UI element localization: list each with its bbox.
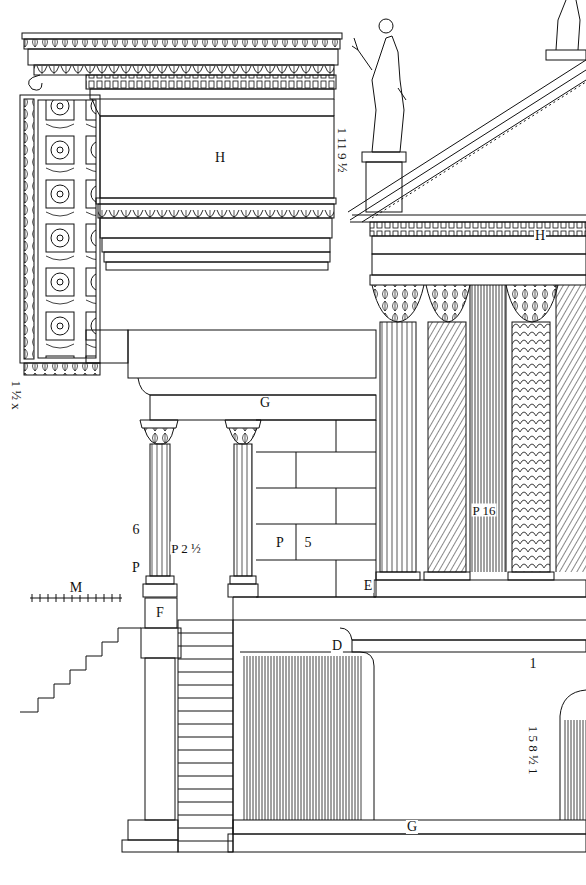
callout-label: M xyxy=(69,581,83,595)
callout-label: F xyxy=(155,606,165,620)
callout-label: 5 xyxy=(304,536,313,550)
callout-label: 6 xyxy=(132,523,141,537)
callout-label: H xyxy=(534,229,546,243)
callout-label: G xyxy=(259,396,271,410)
callout-label: 1 11 9 ½ xyxy=(336,126,349,173)
callout-label: E xyxy=(363,579,374,593)
callout-label: P xyxy=(275,536,285,550)
callout-label: 1 5 8 ½ 1 xyxy=(527,725,540,776)
callout-label: 1 xyxy=(529,657,538,671)
callout-label: 1 ½ x xyxy=(10,379,23,410)
callout-label: H xyxy=(214,151,226,165)
callout-label: D xyxy=(331,639,343,653)
callout-label: P 16 xyxy=(472,504,497,517)
callout-label: P xyxy=(131,561,141,575)
callout-label: P 2 ½ xyxy=(170,542,202,555)
callout-label: G xyxy=(406,820,418,834)
